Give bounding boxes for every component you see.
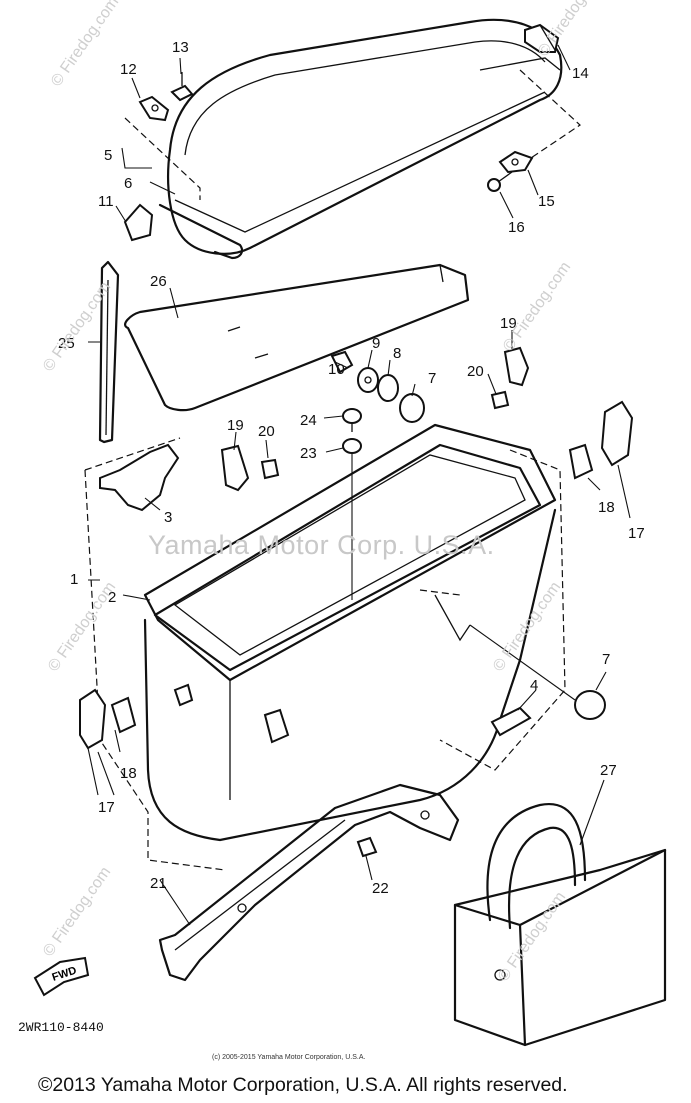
callout-22: 22	[372, 880, 389, 897]
part-9-washer	[357, 367, 379, 393]
callout-17-left: 17	[98, 799, 115, 816]
callout-16: 16	[508, 219, 525, 236]
callout-2: 2	[108, 589, 116, 606]
part-18-plate-left	[110, 696, 137, 734]
leader-lines	[87, 44, 631, 926]
callout-1: 1	[70, 571, 78, 588]
part-26-mat	[124, 263, 470, 412]
callout-labels: 13 12 14 5 6 11 15 16 26 25 19 9 8 20 10…	[58, 39, 645, 897]
part-7-cap-upper	[399, 393, 425, 423]
callout-7-lower: 7	[602, 651, 610, 668]
callout-23: 23	[300, 445, 317, 462]
small-copyright: (c) 2005-2015 Yamaha Motor Corporation, …	[212, 1054, 366, 1061]
callout-7-upper: 7	[428, 370, 436, 387]
part-17-latch-left	[79, 688, 107, 750]
part-19-bracket-right	[503, 346, 530, 387]
part-7-cap-lower	[469, 624, 606, 720]
callout-27: 27	[600, 762, 617, 779]
lid	[158, 18, 563, 260]
callout-14: 14	[572, 65, 589, 82]
lid-dashed-outline	[124, 69, 581, 200]
callout-26: 26	[150, 273, 167, 290]
part-17-latch-right	[600, 400, 634, 467]
callout-9: 9	[372, 335, 380, 352]
part-23-washer	[342, 438, 362, 600]
part-18-plate-right	[568, 443, 594, 480]
part-20-nut-left	[260, 458, 280, 480]
callout-8: 8	[393, 345, 401, 362]
part-25-strap	[98, 260, 120, 444]
callout-24: 24	[300, 412, 317, 429]
callout-20-lower: 20	[258, 423, 275, 440]
part-27-bag	[453, 802, 667, 1047]
part-16-screw	[487, 171, 513, 192]
callout-19-upper: 19	[500, 315, 517, 332]
callout-5: 5	[104, 147, 112, 164]
callout-4: 4	[530, 677, 538, 694]
callout-19-lower: 19	[227, 417, 244, 434]
part-20-nut-right	[490, 390, 510, 410]
part-15-plate	[498, 150, 534, 174]
fwd-arrow: FWD	[33, 956, 90, 997]
callout-11: 11	[98, 193, 114, 210]
part-21-bracket	[158, 783, 460, 982]
part-3-cover	[99, 443, 180, 512]
callout-6: 6	[124, 175, 132, 192]
case-dashed-frame	[84, 437, 566, 871]
callout-12: 12	[120, 61, 137, 78]
callout-3: 3	[164, 509, 172, 526]
part-11-latch	[123, 203, 154, 242]
callout-20-upper: 20	[467, 363, 484, 380]
case-body	[143, 423, 557, 842]
watermark-main: Yamaha Motor Corp. U.S.A.	[148, 530, 495, 560]
callout-18-right: 18	[598, 499, 615, 516]
part-22-nut	[356, 836, 378, 858]
callout-21: 21	[150, 875, 167, 892]
callout-15: 15	[538, 193, 555, 210]
part-14-hinge	[524, 23, 560, 53]
callout-17-right: 17	[628, 525, 645, 542]
diagram-code: 2WR110-8440	[18, 1020, 104, 1035]
callout-10: 10	[328, 361, 345, 378]
callout-18-left: 18	[120, 765, 137, 782]
callout-25: 25	[58, 335, 75, 352]
part-4-block	[490, 706, 532, 737]
part-8-bushing	[377, 374, 399, 402]
part-24-bolt	[342, 408, 362, 432]
part-13-screw	[170, 72, 194, 102]
part-19-bracket-left	[220, 444, 250, 492]
part-12-plate	[138, 95, 170, 122]
callout-13: 13	[172, 39, 189, 56]
footer-copyright: ©2013 Yamaha Motor Corporation, U.S.A. A…	[38, 1074, 568, 1096]
